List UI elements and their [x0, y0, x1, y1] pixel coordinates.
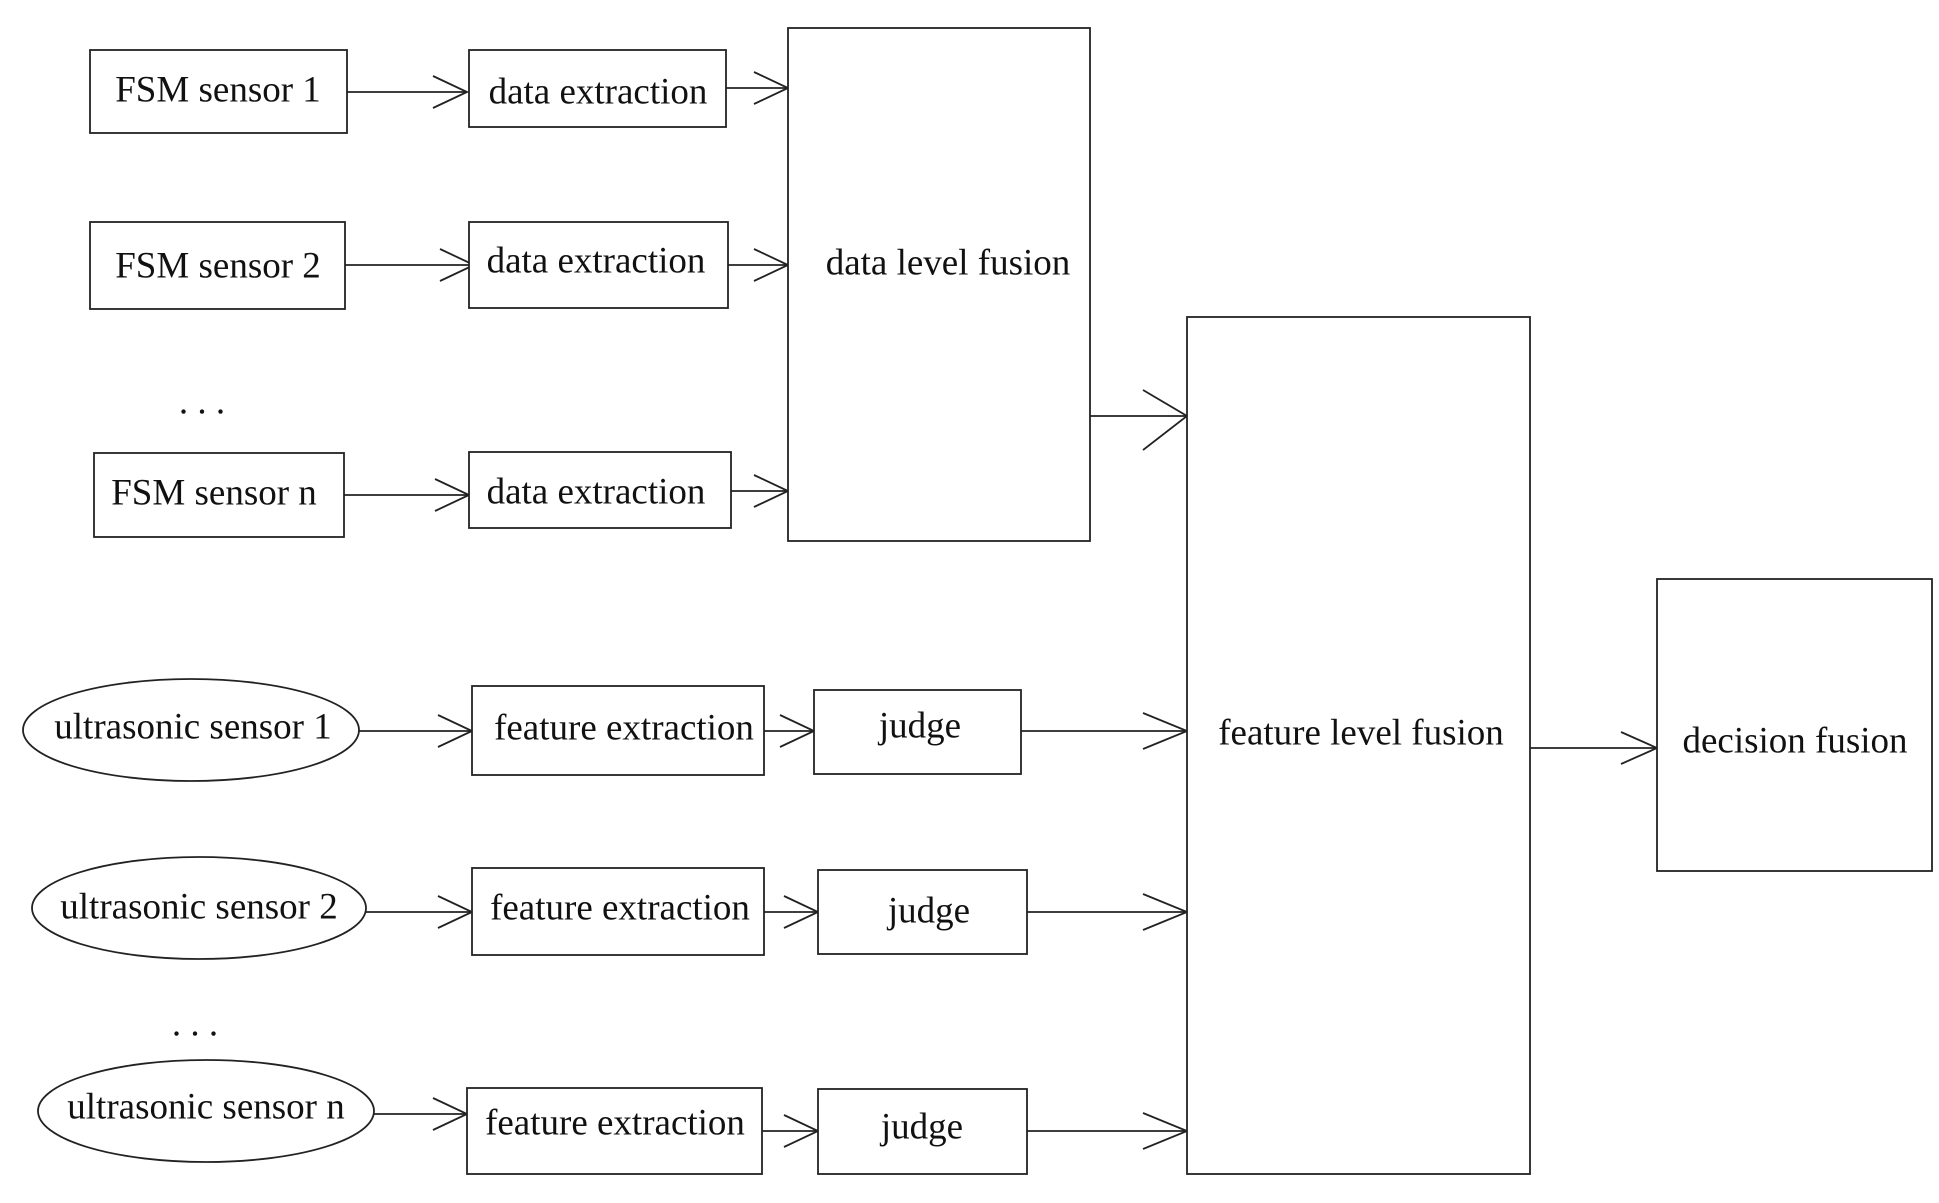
arrow-feature-extraction-1-to-judge-1	[764, 714, 817, 748]
arrow-data-extraction-n-to-fusion	[731, 474, 791, 508]
ultrasonic-sensor-2-node: ultrasonic sensor 2	[31, 856, 367, 960]
fsm-sensor-n-label: FSM sensor n	[111, 472, 317, 513]
judge-n-node: judge	[817, 1088, 1028, 1175]
arrow-feature-extraction-n-to-judge-n	[762, 1114, 821, 1148]
judge-2-label: judge	[886, 890, 970, 931]
arrow-usn-to-feature-extraction-n	[374, 1097, 470, 1131]
arrow-feature-fusion-to-decision-fusion	[1530, 731, 1660, 765]
data-level-fusion-label: data level fusion	[826, 242, 1071, 283]
fsm-sensor-2-label: FSM sensor 2	[115, 245, 321, 286]
fsm-sensor-1-label: FSM sensor 1	[115, 69, 321, 110]
arrow-judge-1-to-feature-fusion	[1021, 712, 1190, 750]
ultrasonic-sensor-n-label: ultrasonic sensor n	[67, 1086, 344, 1127]
ultrasonic-sensor-1-label: ultrasonic sensor 1	[54, 706, 331, 747]
arrow-judge-n-to-feature-fusion	[1027, 1112, 1190, 1150]
decision-fusion-label: decision fusion	[1682, 720, 1907, 761]
judge-1-node: judge	[813, 689, 1022, 775]
ultrasonic-sensor-2-label: ultrasonic sensor 2	[60, 886, 337, 927]
data-extraction-n-label: data extraction	[487, 471, 706, 512]
ultrasonic-sensor-1-node: ultrasonic sensor 1	[22, 678, 360, 782]
arrow-fsm1-to-data-extraction-1	[347, 75, 470, 109]
fsm-sensors-ellipsis: . . .	[179, 381, 225, 422]
fsm-sensor-n-node: FSM sensor n	[93, 452, 345, 538]
judge-2-node: judge	[817, 869, 1028, 955]
data-level-fusion-node: data level fusion	[787, 27, 1091, 542]
arrow-us1-to-feature-extraction-1	[358, 714, 475, 748]
feature-extraction-2-node: feature extraction	[471, 867, 765, 956]
arrow-data-extraction-2-to-fusion	[728, 248, 791, 282]
feature-extraction-1-label: feature extraction	[494, 707, 754, 748]
arrow-data-extraction-1-to-fusion	[726, 71, 791, 105]
feature-extraction-n-node: feature extraction	[466, 1087, 763, 1175]
data-extraction-2-label: data extraction	[487, 240, 706, 281]
fsm-sensor-2-node: FSM sensor 2	[89, 221, 346, 310]
data-extraction-1-label: data extraction	[489, 71, 708, 112]
ultrasonic-sensor-n-node: ultrasonic sensor n	[37, 1059, 375, 1163]
arrow-judge-2-to-feature-fusion	[1027, 893, 1190, 931]
arrow-feature-extraction-2-to-judge-2	[764, 895, 821, 929]
arrow-fsmn-to-data-extraction-n	[342, 478, 472, 512]
judge-n-label: judge	[879, 1106, 963, 1147]
fsm-sensor-1-node: FSM sensor 1	[89, 49, 348, 134]
feature-level-fusion-node: feature level fusion	[1186, 316, 1531, 1175]
feature-level-fusion-label: feature level fusion	[1218, 712, 1504, 753]
data-extraction-1-node: data extraction	[468, 49, 727, 128]
feature-extraction-n-label: feature extraction	[485, 1102, 745, 1143]
data-extraction-2-node: data extraction	[468, 221, 729, 309]
ultrasonic-sensors-ellipsis: . . .	[172, 1003, 218, 1044]
feature-extraction-2-label: feature extraction	[490, 887, 750, 928]
judge-1-label: judge	[877, 705, 961, 746]
feature-extraction-1-node: feature extraction	[471, 685, 765, 776]
data-extraction-n-node: data extraction	[468, 451, 732, 529]
arrow-data-fusion-to-feature-fusion	[1087, 285, 1189, 451]
decision-fusion-node: decision fusion	[1656, 578, 1933, 872]
arrow-us2-to-feature-extraction-2	[366, 895, 475, 929]
arrow-fsm2-to-data-extraction-2	[345, 248, 477, 282]
